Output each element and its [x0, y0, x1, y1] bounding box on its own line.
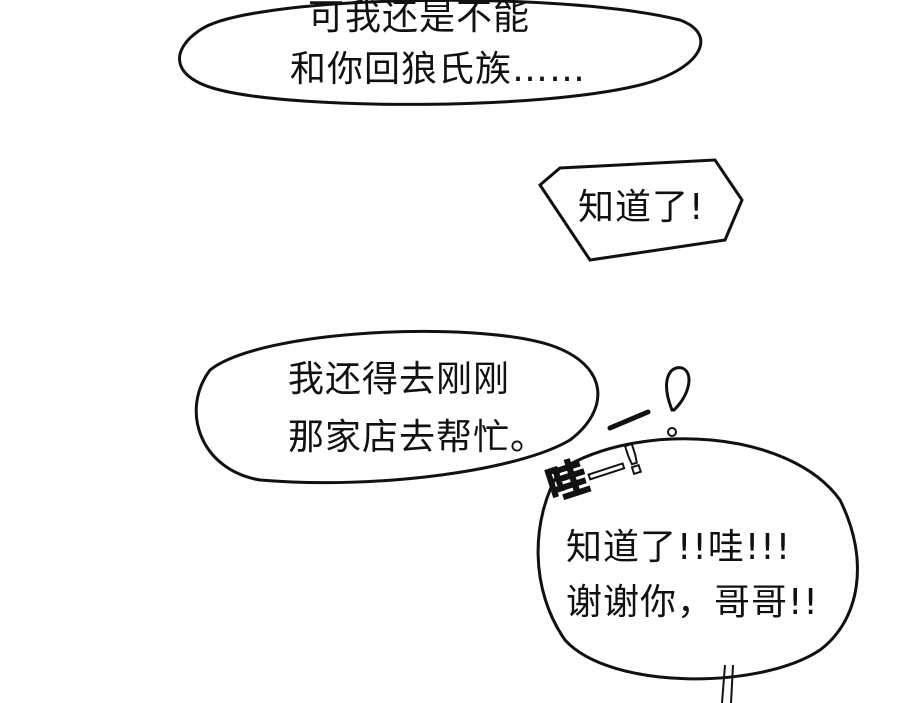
- bubble-1-line-2: 和你回狼氏族……: [290, 49, 587, 90]
- exclamation-mark-drawing: [665, 366, 691, 412]
- bubble-4-line-1: 知道了!!哇!!!: [566, 527, 792, 568]
- bubble-3-line-1: 我还得去刚刚: [288, 359, 511, 400]
- bubble-2-line-1: 知道了!: [578, 187, 705, 228]
- bubble-1-line-1: 可我还是不能: [308, 0, 531, 38]
- speech-bubble-2: [538, 158, 744, 262]
- exclamation-dot: [667, 427, 677, 437]
- dash-stroke: [607, 409, 651, 431]
- bubble-4-line-2: 谢谢你，哥哥!!: [566, 582, 819, 623]
- bubble-tail-line: [721, 664, 734, 703]
- speech-bubble-4: [536, 437, 859, 681]
- speech-bubble-3: [194, 329, 600, 485]
- bubble-3-line-2: 那家店去帮忙。: [288, 417, 548, 458]
- speech-bubble-1: [178, 0, 703, 106]
